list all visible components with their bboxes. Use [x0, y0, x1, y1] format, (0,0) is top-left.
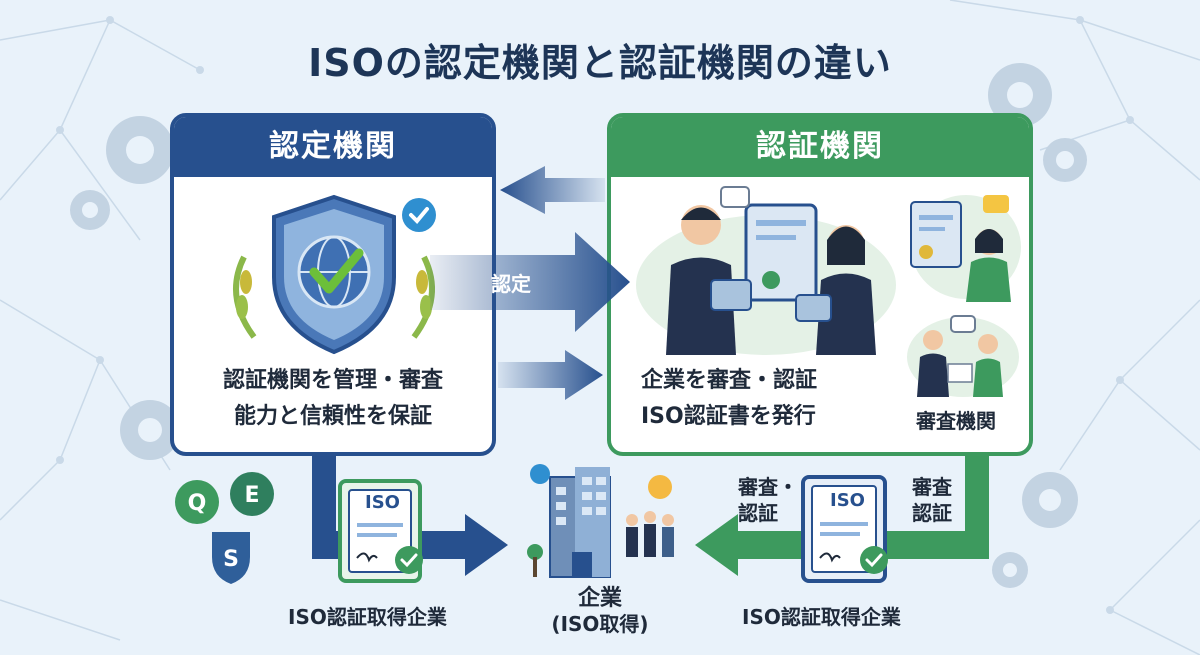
audit-label-left: 審査・ 認証: [738, 474, 798, 526]
certification-body-heading: 認証機関: [611, 117, 1029, 177]
iso-certificate-left-icon: [338, 479, 423, 583]
accreditation-body-panel: 認定機関 認証機関を管理・審査 能力と信頼性を保証: [170, 113, 496, 456]
audit-label-right-line2: 認証: [912, 501, 952, 525]
certification-description-line1: 企業を審査・認証: [641, 368, 818, 393]
badge-e: E: [244, 483, 259, 508]
badge-s: S: [223, 547, 239, 572]
audit-label-right-line1: 審査: [912, 475, 952, 499]
accreditation-description-line2: 能力と信頼性を保証: [233, 404, 432, 429]
company-label: 企業: [577, 586, 622, 611]
auditing-body-label: 審査機関: [916, 409, 996, 433]
right-certificate-text: ISO: [830, 490, 865, 511]
badge-q: Q: [188, 491, 207, 516]
certification-body-panel: 認証機関 企業を審査・認証 ISO認証書を発行 審査機関: [607, 113, 1033, 456]
arrow-accreditation-label: 認定: [491, 272, 531, 296]
qes-badges: Q E S: [175, 472, 274, 584]
right-company-caption: ISO認証取得企業: [742, 605, 901, 629]
left-company-caption: ISO認証取得企業: [288, 605, 447, 629]
left-certificate-text: ISO: [365, 492, 400, 513]
audit-label-left-line2: 認証: [738, 501, 778, 525]
meeting-illustration: [907, 315, 1019, 397]
iso-certificate-right-icon: [801, 475, 888, 583]
company-sublabel: (ISO取得): [551, 612, 649, 636]
certification-description-line2: ISO認証書を発行: [641, 404, 816, 429]
accreditation-description-line1: 認証機関を管理・審査: [222, 368, 443, 393]
company-building-icon: [527, 464, 674, 578]
audit-label-left-line1: 審査・: [738, 475, 798, 499]
audit-label-right: 審査 認証: [912, 474, 952, 526]
page-title: ISOの認定機関と認証機関の違い: [308, 41, 892, 85]
shield-globe-icon: [233, 194, 436, 355]
accreditation-body-heading: 認定機関: [174, 117, 492, 177]
auditors-illustration: [636, 186, 896, 355]
certificate-signing-illustration: [910, 195, 1021, 302]
